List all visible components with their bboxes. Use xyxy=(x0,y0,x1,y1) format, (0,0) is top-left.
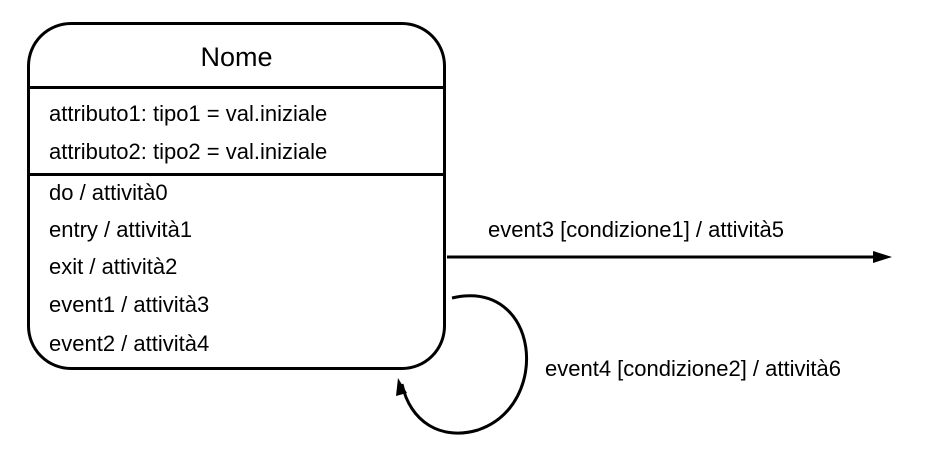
self-loop-transition-line xyxy=(400,294,529,435)
outgoing-arrowhead-icon xyxy=(873,251,892,263)
outgoing-transition-label: event3 [condizione1] / attività5 xyxy=(488,217,784,242)
activity-line: event2 / attività4 xyxy=(49,331,210,356)
attributes-divider xyxy=(28,173,445,176)
activity-line: entry / attività1 xyxy=(49,217,193,242)
name-divider xyxy=(28,86,445,89)
self-loop-arrowhead-icon xyxy=(396,378,407,396)
activity-line: exit / attività2 xyxy=(49,254,178,279)
state-box xyxy=(27,22,446,370)
attribute-line: attributo1: tipo1 = val.iniziale xyxy=(49,101,328,126)
activity-line: do / attività0 xyxy=(49,180,168,205)
state-name: Nome xyxy=(200,42,273,72)
attribute-line: attributo2: tipo2 = val.iniziale xyxy=(49,139,328,164)
activity-line: event1 / attività3 xyxy=(49,292,210,317)
self-loop-transition-label: event4 [condizione2] / attività6 xyxy=(545,356,841,381)
